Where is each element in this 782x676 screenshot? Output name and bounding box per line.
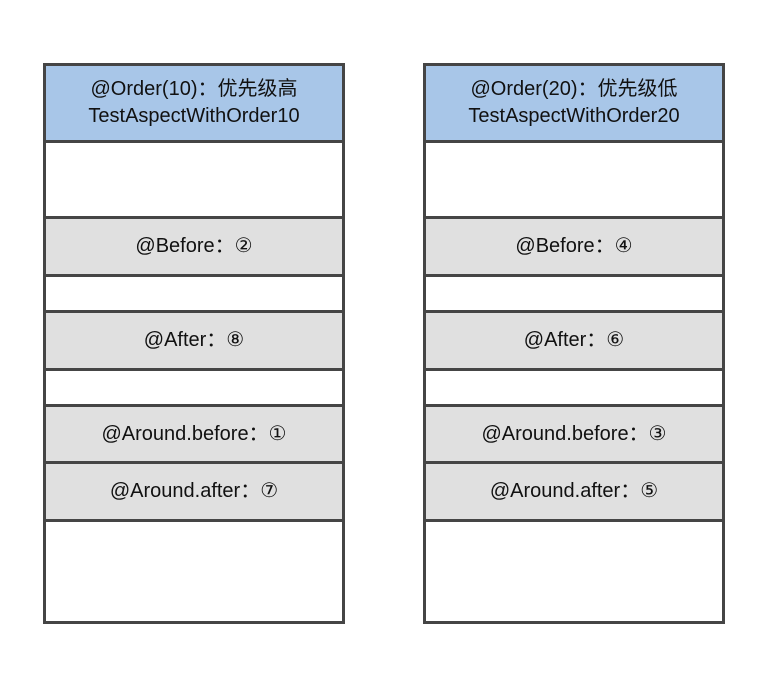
aspect-column-order10: @Order(10)：优先级高 TestAspectWithOrder10 @B… xyxy=(43,63,345,624)
advice-row-before: @Before：② xyxy=(46,216,342,274)
empty-row xyxy=(46,519,342,597)
aspect-header-order-line: @Order(20)：优先级低 xyxy=(470,78,678,100)
aspect-header-classname-line: TestAspectWithOrder20 xyxy=(468,105,680,127)
advice-row-around-before: @Around.before：① xyxy=(46,404,342,461)
empty-row xyxy=(46,140,342,216)
aspect-column-order20: @Order(20)：优先级低 TestAspectWithOrder20 @B… xyxy=(423,63,725,624)
advice-row-around-before: @Around.before：③ xyxy=(426,404,722,461)
aspect-header-order10: @Order(10)：优先级高 TestAspectWithOrder10 xyxy=(46,66,342,140)
empty-row xyxy=(426,519,722,597)
empty-row xyxy=(46,274,342,310)
empty-row xyxy=(426,368,722,404)
aspect-header-order20: @Order(20)：优先级低 TestAspectWithOrder20 xyxy=(426,66,722,140)
aspect-header-classname-line: TestAspectWithOrder10 xyxy=(88,105,300,127)
advice-row-after: @After：⑧ xyxy=(46,310,342,368)
empty-row xyxy=(46,368,342,404)
advice-row-after: @After：⑥ xyxy=(426,310,722,368)
advice-row-around-after: @Around.after：⑤ xyxy=(426,461,722,519)
advice-row-before: @Before：④ xyxy=(426,216,722,274)
advice-row-around-after: @Around.after：⑦ xyxy=(46,461,342,519)
aspect-header-order-line: @Order(10)：优先级高 xyxy=(90,78,298,100)
empty-row xyxy=(426,274,722,310)
empty-row xyxy=(426,140,722,216)
